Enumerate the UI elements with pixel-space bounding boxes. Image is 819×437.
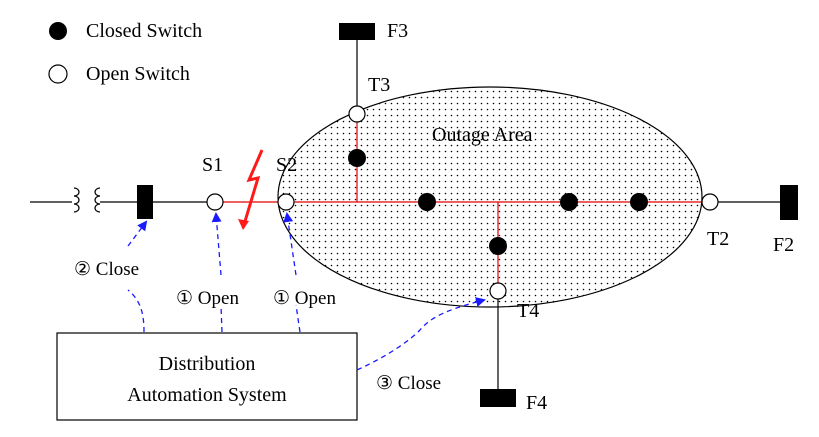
open-s1-label: ① Open xyxy=(176,288,239,309)
close-source-arrow-upper xyxy=(127,220,148,247)
open-s1-arrow xyxy=(220,304,223,333)
open-s2-label: ① Open xyxy=(273,288,336,309)
source-breaker-icon xyxy=(137,185,153,219)
f2-feeder-icon xyxy=(780,185,798,220)
f3-branch: F3 T3 xyxy=(339,20,408,106)
s2-open-switch[interactable] xyxy=(277,193,295,211)
closed-switch[interactable] xyxy=(348,149,366,167)
t4-open-switch[interactable] xyxy=(489,282,507,300)
switches xyxy=(206,105,719,300)
fault-arrowhead xyxy=(238,219,249,230)
outage-area-label: Outage Area xyxy=(432,124,533,146)
closed-switch-legend-label: Closed Switch xyxy=(86,20,202,42)
close-source-label: ② Close xyxy=(74,259,139,280)
das-box: Distribution Automation System xyxy=(56,332,358,421)
close-t4-label: ③ Close xyxy=(376,373,441,394)
t4-label: T4 xyxy=(517,300,539,322)
control-arrows xyxy=(127,212,486,371)
closed-switch[interactable] xyxy=(489,237,507,255)
outage-area xyxy=(277,86,703,308)
transformer-icon xyxy=(73,187,101,213)
fault-icon xyxy=(241,149,264,229)
open-s2-arrow-upper xyxy=(283,212,297,276)
f4-branch: T4 F4 xyxy=(480,299,547,414)
das-label-line2: Automation System xyxy=(127,384,287,406)
f3-label: F3 xyxy=(387,20,408,42)
f3-feeder-icon xyxy=(339,23,375,40)
t2-label: T2 xyxy=(707,228,729,250)
f2-label: F2 xyxy=(773,234,794,256)
closed-switch[interactable] xyxy=(560,193,578,211)
f4-feeder-icon xyxy=(480,389,516,407)
closed-switch[interactable] xyxy=(418,193,436,211)
t3-label: T3 xyxy=(368,74,390,96)
source-feeder xyxy=(30,185,207,219)
das-label-line1: Distribution xyxy=(159,353,256,375)
f2-branch: T2 F2 xyxy=(707,185,798,256)
f4-label: F4 xyxy=(526,392,547,414)
open-s1-arrow-upper xyxy=(211,212,222,276)
s2-label: S2 xyxy=(276,154,297,176)
t3-open-switch[interactable] xyxy=(348,105,366,123)
closed-switch-legend-icon xyxy=(49,22,67,40)
t2-open-switch[interactable] xyxy=(701,193,719,211)
close-t4-arrow xyxy=(356,297,486,371)
closed-switch[interactable] xyxy=(630,193,648,211)
s1-label: S1 xyxy=(202,154,223,176)
legend: Closed Switch Open Switch xyxy=(48,20,202,85)
s1-open-switch[interactable] xyxy=(206,193,224,211)
close-source-arrow xyxy=(127,289,145,333)
open-switch-legend-icon xyxy=(48,64,68,84)
open-switch-legend-label: Open Switch xyxy=(86,63,190,85)
open-s2-arrow xyxy=(295,304,301,333)
